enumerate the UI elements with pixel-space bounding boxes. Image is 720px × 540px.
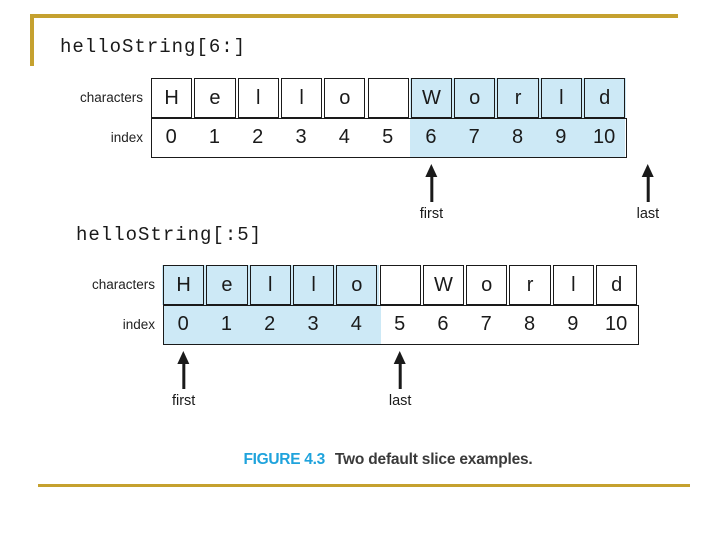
char-cell: W bbox=[422, 265, 465, 305]
char-cell: l bbox=[552, 265, 594, 305]
index-row: 0 1 2 3 4 5 6 7 8 9 10 bbox=[151, 118, 628, 158]
first-pointer: first bbox=[420, 164, 443, 222]
index-value: 1 bbox=[220, 313, 232, 335]
index-value: 0 bbox=[165, 126, 177, 148]
index-value: 9 bbox=[555, 126, 567, 148]
index-row: 0 1 2 3 4 5 6 7 8 9 10 bbox=[163, 305, 640, 345]
index-value: 9 bbox=[567, 313, 579, 335]
char-cell: W bbox=[410, 78, 453, 118]
last-pointer: last bbox=[636, 164, 660, 222]
index-value: 5 bbox=[394, 313, 406, 335]
char-cell: o bbox=[466, 265, 508, 305]
figure-caption: FIGURE 4.3 Two default slice examples. bbox=[56, 451, 720, 469]
char-cell: r bbox=[497, 78, 539, 118]
char-cell: o bbox=[324, 78, 366, 118]
slice-expression: helloString[:5] bbox=[76, 224, 263, 246]
index-value: 6 bbox=[425, 126, 437, 148]
arrow-shaft bbox=[398, 364, 402, 389]
char-cell: o bbox=[336, 265, 378, 305]
char-cell: l bbox=[292, 265, 335, 305]
arrow-shaft bbox=[646, 177, 650, 202]
arrow-label: last bbox=[388, 393, 412, 409]
char-cell: l bbox=[280, 78, 323, 118]
index-value: 6 bbox=[437, 313, 449, 335]
char-cell: d bbox=[596, 265, 638, 305]
characters-row-label: characters bbox=[79, 90, 143, 105]
characters-row-label: characters bbox=[91, 277, 155, 292]
figure-number: FIGURE 4.3 bbox=[243, 451, 325, 468]
arrow-up-icon bbox=[425, 164, 438, 177]
arrow-label: last bbox=[636, 206, 660, 222]
index-highlight bbox=[410, 119, 626, 157]
index-value: 7 bbox=[468, 126, 480, 148]
char-cell: H bbox=[163, 265, 205, 305]
char-cell: d bbox=[584, 78, 626, 118]
last-pointer: last bbox=[388, 351, 412, 409]
index-value: 10 bbox=[605, 313, 628, 335]
arrow-up-icon bbox=[394, 351, 407, 364]
char-cell: e bbox=[206, 265, 248, 305]
char-cell bbox=[367, 78, 409, 118]
index-row-label: index bbox=[122, 317, 155, 332]
first-pointer: first bbox=[172, 351, 195, 409]
char-cell bbox=[379, 265, 421, 305]
index-value: 5 bbox=[382, 126, 394, 148]
index-value: 8 bbox=[511, 126, 524, 148]
bottom-accent-line bbox=[38, 484, 690, 487]
index-value: 10 bbox=[593, 126, 616, 148]
arrow-shaft bbox=[429, 177, 433, 202]
index-value: 1 bbox=[208, 126, 220, 148]
top-accent-line bbox=[30, 14, 678, 18]
char-cell: e bbox=[194, 78, 236, 118]
slice-expression: helloString[6:] bbox=[60, 36, 247, 58]
index-value: 8 bbox=[523, 313, 536, 335]
figure-caption-text: Two default slice examples. bbox=[334, 451, 533, 468]
index-value: 7 bbox=[480, 313, 492, 335]
index-row-label: index bbox=[110, 130, 143, 145]
char-cell: r bbox=[509, 265, 551, 305]
index-value: 0 bbox=[177, 313, 189, 335]
char-cell: H bbox=[151, 78, 193, 118]
arrow-label: first bbox=[171, 393, 196, 409]
char-cell: l bbox=[540, 78, 582, 118]
index-value: 2 bbox=[252, 126, 264, 148]
index-value: 3 bbox=[295, 126, 307, 148]
index-value: 2 bbox=[264, 313, 276, 335]
char-cell: l bbox=[237, 78, 279, 118]
arrow-up-icon bbox=[177, 351, 190, 364]
char-cell: o bbox=[454, 78, 496, 118]
left-accent-line bbox=[30, 14, 34, 66]
index-value: 4 bbox=[338, 126, 350, 148]
index-value: 4 bbox=[350, 313, 362, 335]
arrow-label: first bbox=[419, 206, 444, 222]
arrow-up-icon bbox=[641, 164, 654, 177]
char-cell: l bbox=[249, 265, 291, 305]
index-value: 3 bbox=[307, 313, 319, 335]
arrow-shaft bbox=[182, 364, 186, 389]
index-highlight bbox=[164, 306, 381, 344]
